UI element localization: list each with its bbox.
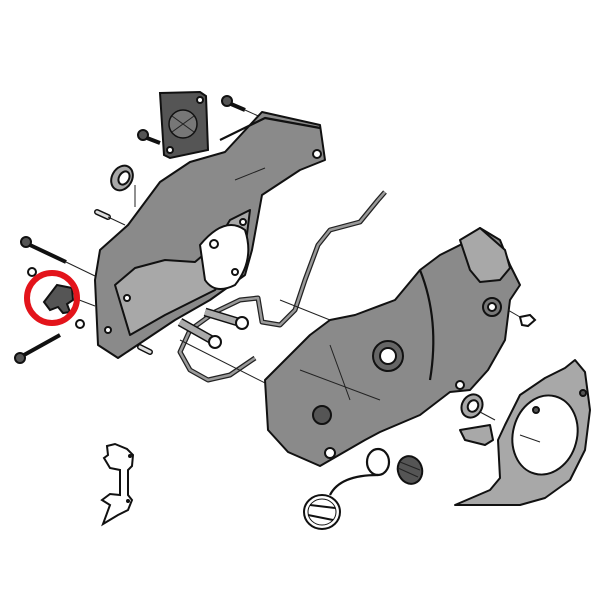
- screw-cover-plate-left: [137, 129, 161, 145]
- washer-small: [27, 267, 85, 329]
- oil-seal-right: [460, 393, 496, 421]
- dowel-pin-upper: [94, 209, 126, 226]
- left-crankcase-half: [94, 111, 326, 359]
- dowel-pin-lower: [137, 344, 153, 355]
- chain-guard-side-cover: [454, 359, 591, 506]
- cover-plate: [158, 90, 210, 160]
- brake-band-bracket: [100, 442, 135, 527]
- small-bracket-part: [42, 283, 96, 315]
- leader-line-long: [179, 339, 276, 389]
- crankcase-gasket: [177, 190, 387, 383]
- long-bolt-upper: [20, 236, 96, 277]
- hex-bolt-upper: [203, 307, 249, 330]
- right-crankcase-half: [264, 227, 521, 467]
- long-bolt-lower: [14, 333, 61, 364]
- cap-with-strap: [303, 473, 379, 530]
- o-ring: [365, 447, 391, 477]
- plug: [396, 455, 424, 485]
- hex-bolt-lower: [177, 318, 222, 349]
- oil-seal-left: [110, 164, 136, 207]
- clip: [507, 309, 537, 328]
- highlight-circle: [24, 270, 80, 326]
